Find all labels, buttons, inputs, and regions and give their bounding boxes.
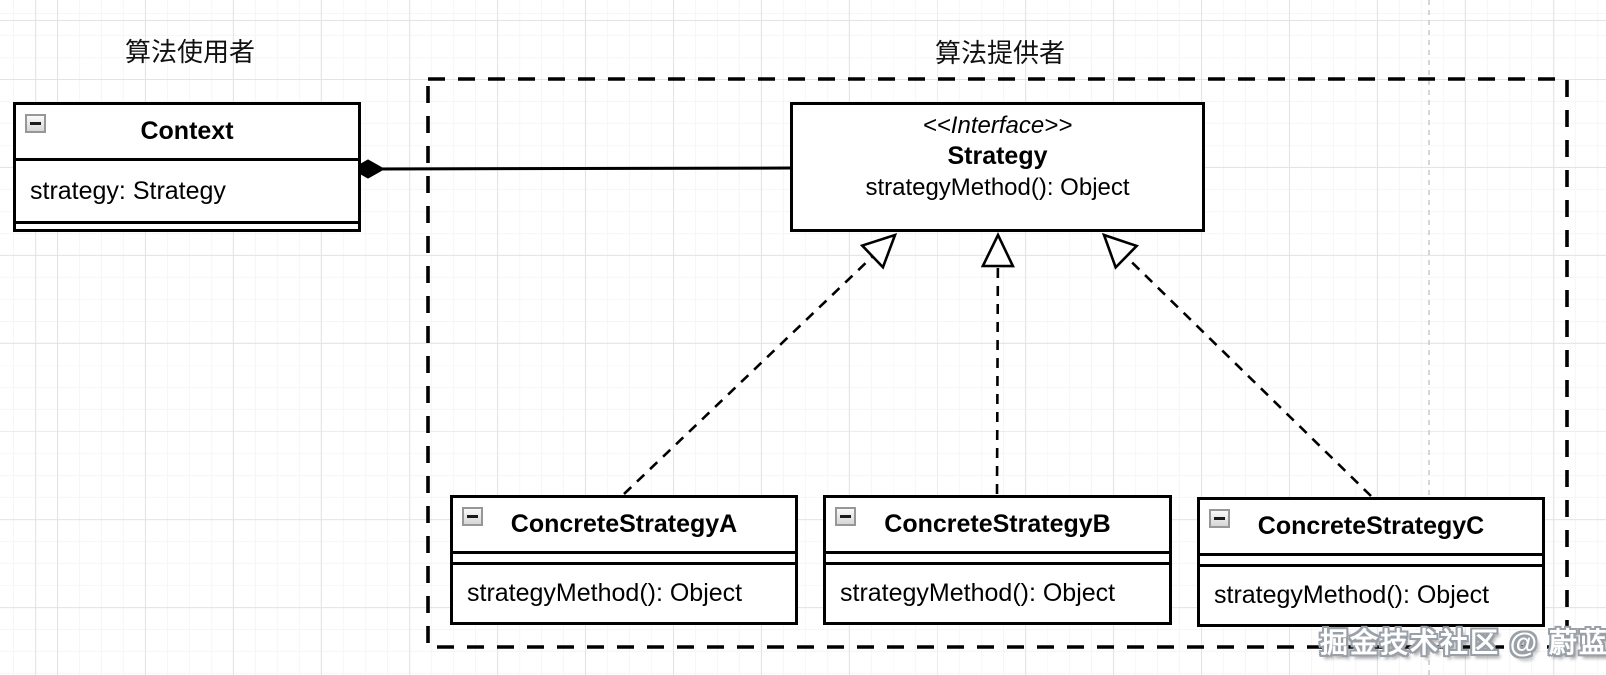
interface-box-strategy[interactable]: <<Interface>> Strategy strategyMethod():… — [790, 102, 1205, 232]
provider-group-container — [426, 77, 1569, 649]
collapse-minus-icon[interactable] — [25, 114, 46, 133]
watermark-text: 掘金技术社区 @ 蔚蓝_ — [1320, 627, 1606, 658]
context-title-bar: Context — [16, 105, 358, 161]
concrete-a-title-bar: ConcreteStrategyA — [453, 498, 795, 554]
concrete-b-class-name: ConcreteStrategyB — [884, 510, 1111, 538]
concrete-c-empty-attr-section — [1200, 556, 1542, 567]
context-attribute-text: strategy: Strategy — [30, 176, 226, 205]
class-box-context[interactable]: Context strategy: Strategy — [13, 102, 361, 232]
concrete-a-method-text: strategyMethod(): Object — [467, 579, 743, 607]
concrete-c-method-row: strategyMethod(): Object — [1200, 567, 1542, 624]
class-box-concrete-strategy-b[interactable]: ConcreteStrategyB strategyMethod(): Obje… — [823, 495, 1172, 625]
concrete-b-method-row: strategyMethod(): Object — [826, 565, 1169, 622]
strategy-stereotype: <<Interface>> — [922, 112, 1073, 139]
strategy-interface-name: Strategy — [947, 142, 1048, 170]
concrete-b-title-bar: ConcreteStrategyB — [826, 498, 1169, 554]
context-attribute-row: strategy: Strategy — [16, 161, 358, 224]
concrete-a-empty-attr-section — [453, 554, 795, 565]
class-box-concrete-strategy-c[interactable]: ConcreteStrategyC strategyMethod(): Obje… — [1197, 497, 1545, 627]
realization-edge-c — [1104, 235, 1372, 497]
aggregation-edge — [360, 166, 791, 171]
concrete-c-title-bar: ConcreteStrategyC — [1200, 500, 1542, 556]
concrete-a-method-row: strategyMethod(): Object — [453, 565, 795, 622]
realization-edge-b — [997, 235, 998, 495]
context-class-name: Context — [140, 117, 234, 145]
realization-edge-a — [623, 235, 895, 495]
concrete-b-method-text: strategyMethod(): Object — [840, 579, 1116, 607]
context-empty-methods-section — [16, 224, 358, 229]
concrete-a-class-name: ConcreteStrategyA — [510, 510, 738, 538]
collapse-minus-icon[interactable] — [1209, 509, 1230, 528]
label-algorithm-provider: 算法提供者 — [934, 38, 1065, 68]
label-algorithm-consumer: 算法使用者 — [124, 37, 255, 67]
collapse-minus-icon[interactable] — [462, 507, 483, 526]
concrete-c-method-text: strategyMethod(): Object — [1214, 581, 1490, 609]
concrete-c-class-name: ConcreteStrategyC — [1257, 512, 1485, 540]
strategy-method-text: strategyMethod(): Object — [865, 174, 1130, 201]
collapse-minus-icon[interactable] — [835, 507, 856, 526]
class-box-concrete-strategy-a[interactable]: ConcreteStrategyA strategyMethod(): Obje… — [450, 495, 798, 625]
concrete-b-empty-attr-section — [826, 554, 1169, 565]
